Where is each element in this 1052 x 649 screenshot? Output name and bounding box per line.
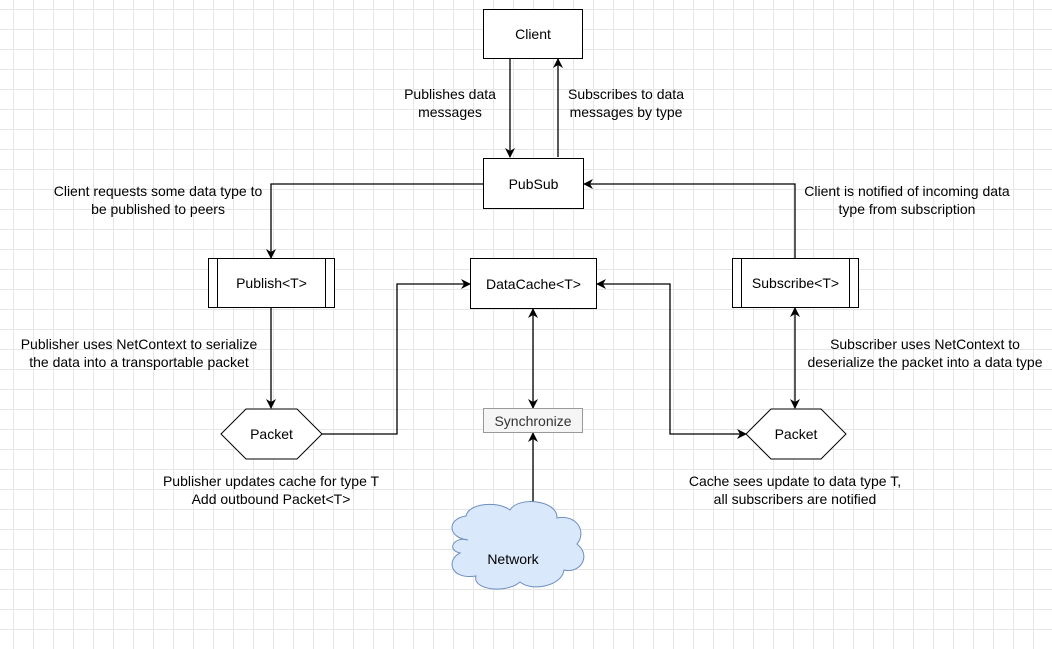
pubsub-node[interactable]: PubSub [483,158,584,209]
label-cache-sees: Cache sees update to data type T, all su… [688,473,902,507]
publish-node[interactable]: Publish<T> [208,258,335,308]
network-label: Network [487,551,539,567]
label-client-notified: Client is notified of incoming data type… [804,183,1010,217]
network-cloud-shape[interactable] [451,501,585,590]
label-publishes-data: Publishes data messages [404,86,496,120]
label-publisher-serialize: Publisher uses NetContext to serialize t… [20,336,258,370]
synchronize-node[interactable]: Synchronize [483,408,583,433]
packet-right-shape[interactable] [745,408,847,460]
edge-pubsub-to-publish [266,183,483,259]
publish-label: Publish<T> [236,275,307,291]
edge-datacache-to-packet-right [596,279,747,439]
datacache-node[interactable]: DataCache<T> [470,258,597,309]
subscribe-label: Subscribe<T> [751,275,840,291]
client-node[interactable]: Client [483,9,583,59]
label-subscriber-deserialize: Subscriber uses NetContext to deserializ… [807,336,1043,370]
label-publisher-updates: Publisher updates cache for type T Add o… [162,473,380,507]
packet-left-label: Packet [250,426,293,442]
packet-left-shape[interactable] [220,408,323,460]
edge-subscribe-to-pubsub [583,179,796,258]
subscribe-node[interactable]: Subscribe<T> [732,258,859,308]
label-subscribes-to-data: Subscribes to data messages by type [568,86,684,120]
packet-right-label: Packet [774,426,818,442]
label-client-requests: Client requests some data type to be pub… [53,183,263,217]
edge-packet-to-datacache [322,279,471,435]
